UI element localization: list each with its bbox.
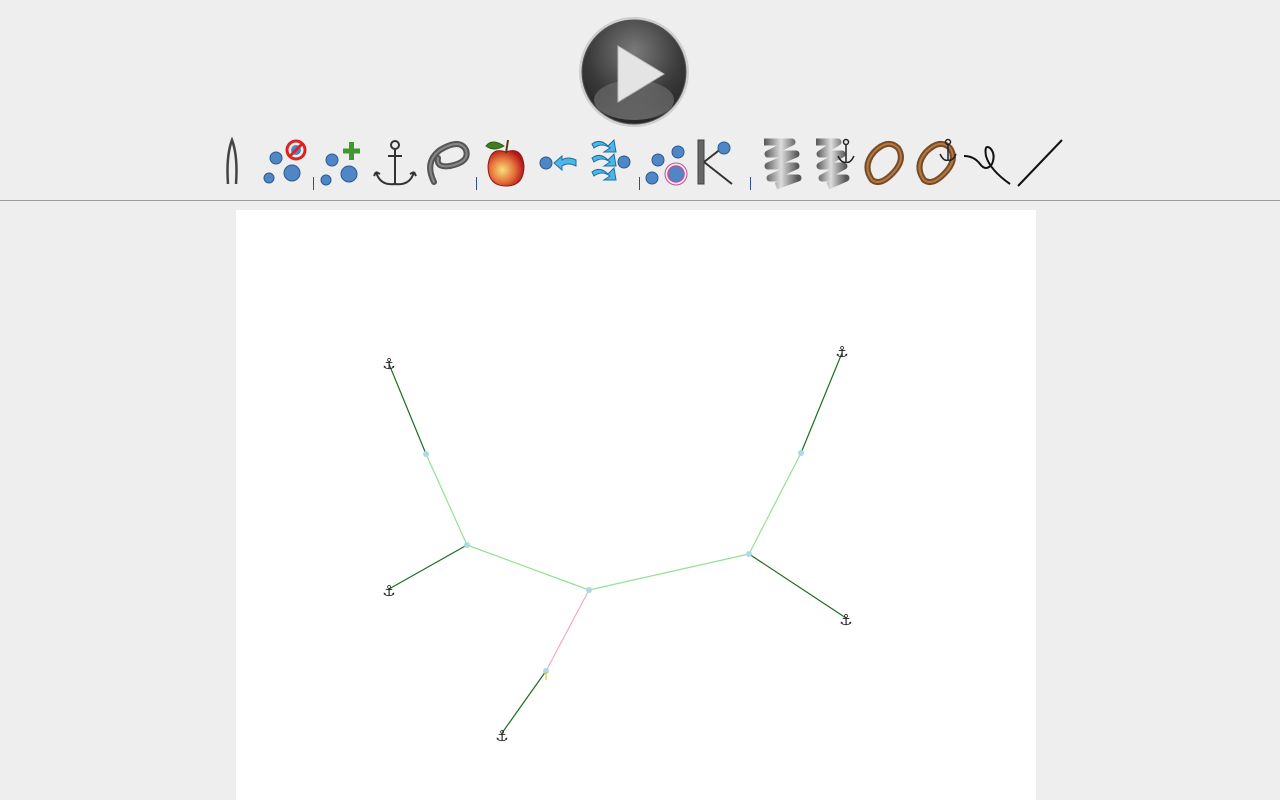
spring-link [800, 352, 843, 454]
particle[interactable] [543, 668, 549, 674]
play-button[interactable] [578, 16, 690, 128]
tool-anchor[interactable] [368, 136, 420, 190]
toolbar-area [0, 0, 1280, 201]
anchor-icon [373, 140, 417, 186]
tool-attraction[interactable] [640, 136, 692, 190]
toolbar-separator [639, 177, 640, 190]
spring-link [748, 452, 802, 555]
spring-link [388, 363, 427, 455]
anchored-rope-icon [916, 138, 957, 185]
tool-gravity[interactable] [480, 136, 532, 190]
toolbar-separator [313, 177, 314, 190]
spring-link [545, 589, 590, 672]
particle[interactable] [798, 450, 804, 456]
anchor-marker[interactable]: ⚓ [495, 727, 508, 745]
tool-spring[interactable] [756, 136, 808, 190]
drag-force-icon [539, 154, 577, 172]
tool-string[interactable] [962, 136, 1014, 190]
tool-anchored-spring[interactable] [808, 136, 860, 190]
particle[interactable] [464, 542, 470, 548]
tool-lasso[interactable] [420, 136, 472, 190]
tool-line[interactable] [1014, 136, 1066, 190]
tool-anchored-rope[interactable] [910, 136, 962, 190]
attraction-icon [645, 145, 688, 186]
spring-link [501, 670, 547, 734]
delete-particle-icon [263, 139, 307, 184]
spring-link [748, 553, 847, 619]
toolbar-separator [750, 177, 751, 190]
spring-link [466, 544, 590, 591]
tool-add-particle[interactable] [316, 136, 368, 190]
wind-icon [591, 138, 631, 181]
anchor-marker[interactable]: ⚓ [835, 343, 848, 361]
particle[interactable] [423, 451, 429, 457]
play-icon [579, 17, 689, 127]
particle-system-drawing: ⚓ ⚓ ⚓ ⚓ ⚓ [382, 343, 852, 745]
tool-wind[interactable] [584, 136, 636, 190]
tool-tweezers[interactable] [208, 136, 260, 190]
add-particle-icon [320, 142, 360, 186]
particle[interactable] [746, 551, 752, 557]
tool-drag-force[interactable] [532, 136, 584, 190]
spring-link [425, 453, 468, 546]
spring-link [588, 553, 750, 591]
anchor-marker[interactable]: ⚓ [839, 611, 852, 629]
anchor-marker[interactable]: ⚓ [382, 355, 395, 373]
toolbar-separator [476, 177, 477, 190]
tool-rod[interactable] [692, 136, 744, 190]
tool-delete-particle[interactable] [260, 136, 312, 190]
string-icon [963, 146, 1011, 185]
simulation-canvas[interactable]: ⚓ ⚓ ⚓ ⚓ ⚓ [236, 210, 1036, 800]
tweezers-icon [226, 136, 238, 185]
tool-rope-loop[interactable] [858, 136, 910, 190]
lasso-icon [427, 141, 470, 185]
spring-icon [764, 138, 802, 190]
rod-icon [697, 139, 733, 185]
line-icon [1017, 139, 1063, 187]
rope-loop-icon [864, 140, 904, 185]
anchored-spring-icon [816, 138, 855, 190]
apple-gravity-icon [485, 139, 525, 187]
anchor-marker[interactable]: ⚓ [382, 582, 395, 600]
spring-link [388, 544, 468, 590]
particle[interactable] [586, 587, 592, 593]
